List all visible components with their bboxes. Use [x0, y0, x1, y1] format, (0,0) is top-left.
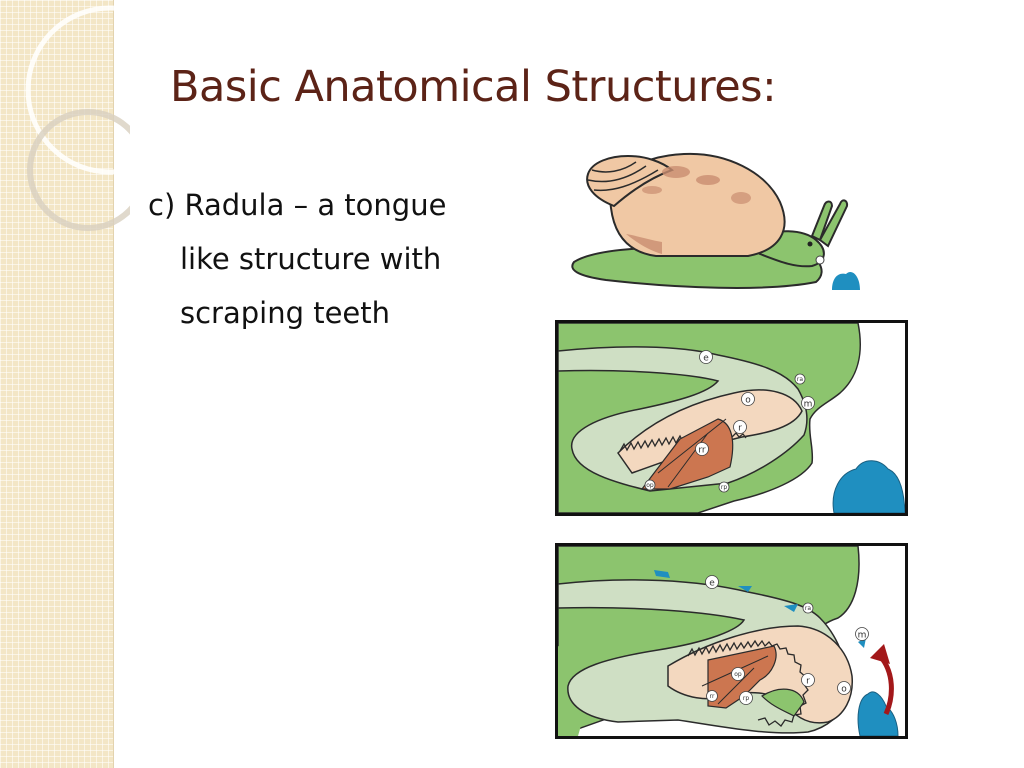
label-op: op — [734, 671, 742, 678]
body-text: c) Radula – a tongue like structure with… — [148, 178, 538, 340]
label-o: o — [841, 685, 847, 695]
label-e: e — [709, 579, 715, 589]
panel1-muscle — [640, 418, 734, 490]
decorative-side-band — [0, 0, 114, 768]
decorative-rings — [25, 5, 130, 231]
label-e: e — [703, 354, 709, 364]
panel1-food — [832, 460, 905, 513]
snail-eye — [807, 241, 813, 247]
label-ra: ra — [805, 605, 811, 612]
label-rr: rr — [710, 693, 715, 700]
label-r: r — [806, 677, 810, 687]
body-line-2: like structure with — [180, 242, 442, 276]
label-op: op — [646, 482, 654, 489]
label-rp: rp — [721, 484, 727, 491]
body-line-3: scraping teeth — [180, 296, 391, 330]
radula-panel-retracted: e m o r rr op rp ra — [555, 320, 908, 516]
snail-illustration — [571, 152, 860, 290]
label-m: m — [858, 631, 867, 641]
label-ra: ra — [797, 376, 803, 383]
snail-shell-spire — [586, 154, 675, 208]
panel2-food — [857, 691, 899, 736]
radula-panel-protracted: e m o r rr op rp ra — [555, 543, 908, 739]
panel2-teeth — [687, 639, 809, 727]
label-r: r — [738, 424, 742, 434]
label-rr: rr — [698, 446, 706, 456]
label-o: o — [745, 396, 751, 406]
food-algae — [832, 271, 860, 290]
body-line-1: c) Radula – a tongue — [148, 188, 447, 222]
label-rp: rp — [743, 695, 749, 702]
slide-title: Basic Anatomical Structures: — [170, 62, 777, 112]
snail-tentacle-right — [818, 199, 849, 248]
snail-tentacle-left — [810, 200, 834, 242]
label-m: m — [804, 400, 813, 410]
